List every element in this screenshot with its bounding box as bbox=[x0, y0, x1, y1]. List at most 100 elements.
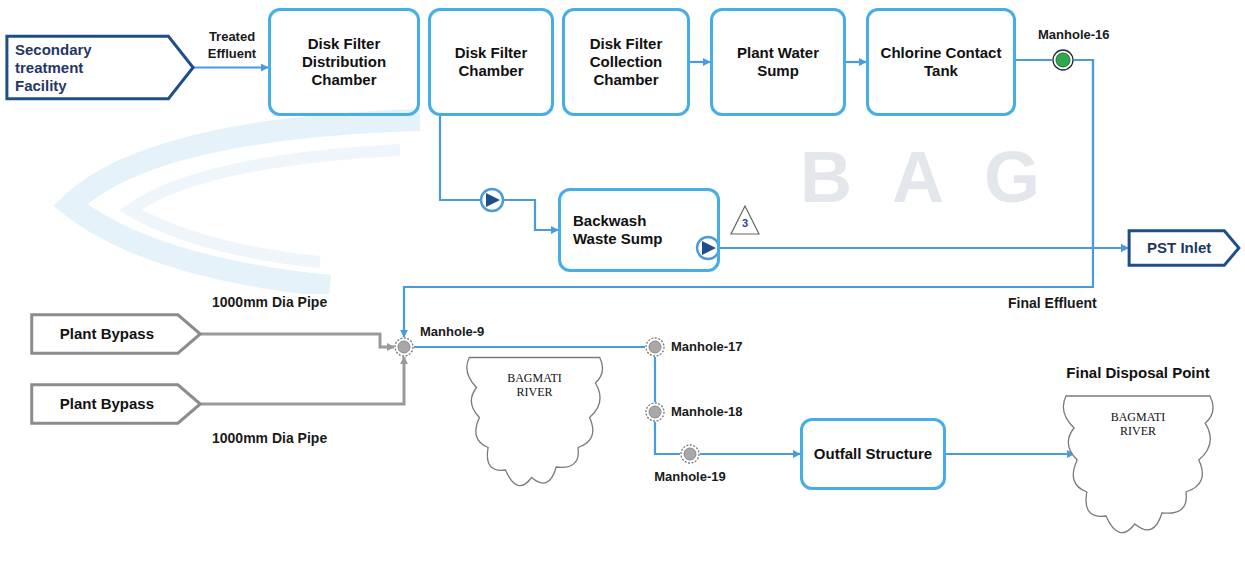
arrow-label: PST Inlet bbox=[1147, 239, 1211, 257]
flow-connector bbox=[1074, 60, 1128, 248]
box-label: Disk Filter Collection Chamber bbox=[573, 35, 679, 89]
pump-symbol bbox=[481, 189, 503, 211]
arrow-text: PST Inlet bbox=[1147, 239, 1211, 257]
flow-connector bbox=[946, 453, 1074, 455]
box-text: Chlorine Contact Tank bbox=[877, 44, 1005, 80]
box-label: Outfall Structure bbox=[814, 445, 932, 463]
process-box: Disk Filter Chamber bbox=[428, 8, 554, 116]
arrow-outline bbox=[32, 315, 201, 353]
flow-connector bbox=[654, 357, 656, 402]
pump-symbol bbox=[702, 241, 716, 255]
manhole-marker: Manhole-9 bbox=[394, 337, 414, 357]
box-label: Disk Filter Chamber bbox=[439, 44, 543, 80]
flow-connector bbox=[194, 66, 268, 68]
process-box: Disk Filter Distribution Chamber bbox=[268, 8, 420, 116]
connector-label: Treated Effluent bbox=[198, 28, 266, 62]
pump-symbol bbox=[697, 237, 719, 259]
manhole-symbol bbox=[680, 444, 700, 464]
arrow-label: Secondary treatment Facility bbox=[15, 41, 130, 95]
flow-connector bbox=[720, 247, 1128, 249]
flow-connector bbox=[690, 61, 710, 63]
arrow-text: Secondary treatment Facility bbox=[15, 35, 130, 100]
box-label: Plant Water Sump bbox=[721, 44, 835, 80]
box-text: Disk Filter Distribution Chamber bbox=[279, 35, 409, 89]
manhole-core bbox=[684, 448, 696, 460]
river-shape: BAGMATI RIVER bbox=[462, 350, 607, 500]
river-outline bbox=[1063, 396, 1213, 533]
connector-label: 1000mm Dia Pipe bbox=[212, 430, 352, 447]
manhole-label: Manhole-16 bbox=[1038, 26, 1110, 44]
arrow-text: PST Inlet bbox=[1138, 230, 1220, 266]
flow-connector bbox=[440, 116, 558, 230]
flow-connector bbox=[846, 61, 866, 63]
manhole-marker: Manhole-19 bbox=[680, 444, 700, 464]
manhole-ring bbox=[395, 338, 413, 356]
arrow-outline bbox=[32, 385, 201, 423]
pump-symbol bbox=[486, 193, 500, 207]
flow-connector bbox=[404, 60, 1093, 337]
bypass-arrow: Plant Bypass bbox=[30, 314, 202, 354]
pump-symbol bbox=[481, 189, 503, 211]
box-text: Outfall Structure bbox=[814, 445, 932, 463]
box-label: Backwash Waste Sump bbox=[573, 212, 673, 248]
manhole-core bbox=[1056, 53, 1070, 67]
manhole-label: Manhole-9 bbox=[420, 323, 484, 341]
arrow-text: Plant Bypass bbox=[60, 325, 154, 343]
flow-connector bbox=[1016, 59, 1052, 61]
river-shape: Final Disposal PointBAGMATI RIVER bbox=[1058, 388, 1218, 548]
box-text: Backwash Waste Sump bbox=[573, 212, 673, 248]
manhole-label: Manhole-18 bbox=[671, 403, 743, 421]
manhole-marker: Manhole-18 bbox=[645, 402, 665, 422]
process-box: Disk Filter Collection Chamber bbox=[562, 8, 690, 116]
manhole-symbol bbox=[394, 337, 414, 357]
arrow-outline bbox=[7, 36, 193, 98]
box-text: Disk Filter Collection Chamber bbox=[573, 35, 679, 89]
manhole-marker: Manhole-16 bbox=[1052, 49, 1074, 71]
manhole-core bbox=[649, 341, 661, 353]
flow-connector bbox=[700, 453, 800, 455]
manhole-ring bbox=[1053, 50, 1073, 70]
flow-connector bbox=[414, 346, 645, 348]
connector-label: 1000mm Dia Pipe bbox=[212, 294, 352, 311]
manhole-label: Manhole-19 bbox=[644, 468, 736, 486]
connector-label: Final Effluent bbox=[1008, 295, 1118, 312]
process-box: Outfall Structure bbox=[800, 418, 946, 490]
manhole-symbol bbox=[1052, 49, 1074, 71]
arrow-text: Plant Bypass bbox=[40, 314, 174, 354]
box-text: Plant Water Sump bbox=[721, 44, 835, 80]
watermark: BAG bbox=[790, 138, 1090, 217]
river-label: BAGMATI RIVER bbox=[495, 371, 575, 399]
box-label: Disk Filter Distribution Chamber bbox=[279, 35, 409, 89]
arrow-label: Plant Bypass bbox=[60, 325, 154, 343]
manhole-ring bbox=[646, 338, 664, 356]
revision-triangle bbox=[731, 206, 759, 234]
manhole-core bbox=[398, 341, 410, 353]
process-box: Plant Water Sump bbox=[710, 8, 846, 116]
river-label: BAGMATI RIVER bbox=[1098, 410, 1178, 438]
pump-symbol bbox=[697, 237, 719, 259]
callout-number: 3 bbox=[738, 217, 752, 229]
flow-connector bbox=[655, 422, 680, 454]
process-box: Chlorine Contact Tank bbox=[866, 8, 1016, 116]
arrow-text: Secondary treatment Facility bbox=[15, 41, 130, 95]
watermark-swoosh bbox=[130, 150, 400, 262]
manhole-core bbox=[649, 406, 661, 418]
arrow-label: Plant Bypass bbox=[60, 395, 154, 413]
arrow-text: Plant Bypass bbox=[60, 395, 154, 413]
bypass-arrow: Plant Bypass bbox=[30, 384, 202, 424]
box-label: Chlorine Contact Tank bbox=[877, 44, 1005, 80]
destination-arrow: PST Inlet bbox=[1128, 230, 1240, 266]
arrow-outline bbox=[1129, 231, 1239, 266]
source-arrow: Secondary treatment Facility bbox=[5, 35, 195, 100]
process-box: Backwash Waste Sump bbox=[558, 188, 720, 272]
flow-connector bbox=[201, 357, 404, 404]
river-label: Final Disposal Point bbox=[1038, 364, 1238, 382]
manhole-marker: Manhole-17 bbox=[645, 337, 665, 357]
manhole-label: Manhole-17 bbox=[671, 338, 743, 356]
river-outline bbox=[467, 358, 603, 486]
box-text: Disk Filter Chamber bbox=[439, 44, 543, 80]
manhole-ring bbox=[646, 403, 664, 421]
manhole-symbol bbox=[645, 402, 665, 422]
flow-connector bbox=[201, 334, 394, 347]
